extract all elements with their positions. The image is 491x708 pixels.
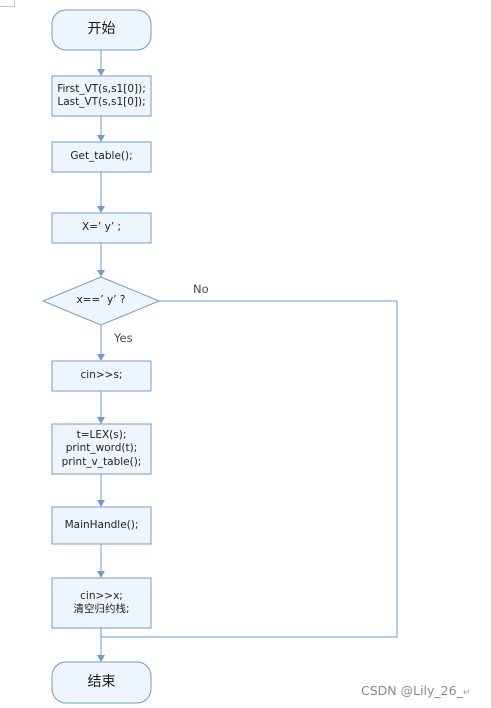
init-node	[51, 75, 152, 117]
init-label: First_VT(s,s1[0]); Last_VT(s,s1[0]);	[52, 76, 151, 116]
main-handle-label: MainHandle();	[64, 518, 139, 531]
assign-label: X=’ y’ ;	[81, 221, 122, 234]
end-node	[51, 661, 152, 704]
read-input-label: cin>>s;	[80, 369, 123, 382]
lex-line-3: print_v_table();	[61, 455, 142, 468]
csdn-watermark: CSDN @Lily_26_↵	[361, 683, 470, 698]
get-table-label: Get_table();	[70, 150, 133, 163]
main-handle-node	[51, 506, 152, 545]
end-label: 结束	[87, 673, 116, 690]
read-input-node	[51, 360, 152, 392]
read-reset-line-1: cin>>x;	[80, 589, 123, 602]
lex-line-1: t=LEX(s);	[76, 428, 127, 441]
read-reset-line-2: 清空归约栈;	[73, 603, 130, 615]
lex-line-2: print_word(t);	[65, 442, 138, 455]
read-reset-label: cin>>x; 清空归约栈;	[52, 578, 151, 628]
start-label: 开始	[87, 21, 116, 38]
watermark-text: CSDN @Lily_26_	[361, 683, 463, 698]
return-mark: ↵	[462, 688, 471, 698]
decision-label: x==’ y’ ?	[76, 294, 126, 307]
lex-label: t=LEX(s); print_word(t); print_v_table()…	[52, 424, 151, 474]
connector-no-branch	[101, 300, 398, 638]
init-line-2: Last_VT(s,s1[0]);	[57, 96, 146, 108]
no-label: No	[193, 282, 209, 296]
yes-label: Yes	[114, 331, 133, 345]
get-table-node	[51, 141, 152, 173]
init-line-1: First_VT(s,s1[0]);	[57, 82, 146, 95]
corner-marker	[0, 0, 15, 7]
lex-node	[51, 423, 152, 475]
